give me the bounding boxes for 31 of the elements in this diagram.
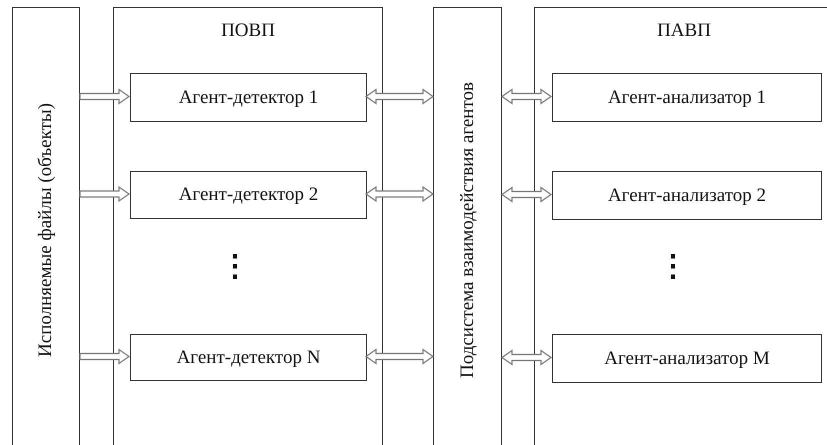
vertical-label: Исполняемые файлы (объекты): [35, 103, 57, 357]
agent-box: [130, 171, 367, 219]
agent-label: Агент-анализатор 1: [608, 86, 766, 108]
hollow-arrow: [79, 348, 130, 365]
hollow-arrow: [500, 88, 552, 105]
hollow-arrow: [500, 186, 552, 203]
hollow-arrow: [79, 186, 130, 202]
agent-label: Агент-анализатор 2: [608, 184, 766, 206]
ellipsis-mark: ⋮: [658, 252, 688, 282]
panel-heading: ПОВП: [221, 20, 275, 42]
agent-box: [552, 73, 822, 122]
vertical-band: [12, 7, 80, 445]
panel-heading: ПАВП: [657, 20, 711, 42]
agent-box: [130, 73, 367, 122]
hollow-arrow: [364, 88, 434, 105]
hollow-arrow: [364, 348, 434, 365]
agent-box: [552, 334, 822, 383]
vertical-band: [433, 7, 502, 445]
agent-box: [552, 171, 822, 220]
agent-label: Агент-детектор 1: [178, 86, 318, 108]
agent-label: Агент-анализатор M: [604, 348, 770, 370]
subsystem-panel: [534, 7, 827, 445]
hollow-arrow: [79, 88, 130, 105]
agent-label: Агент-детектор 2: [178, 184, 318, 206]
agent-box: [130, 334, 367, 381]
hollow-arrow: [500, 349, 552, 366]
hollow-arrow: [364, 186, 434, 202]
ellipsis-mark: ⋮: [220, 252, 250, 282]
agent-label: Агент-детектор N: [176, 346, 320, 368]
subsystem-panel: [113, 7, 383, 445]
vertical-label: Подсистема взаимодействия агентов: [456, 82, 478, 378]
